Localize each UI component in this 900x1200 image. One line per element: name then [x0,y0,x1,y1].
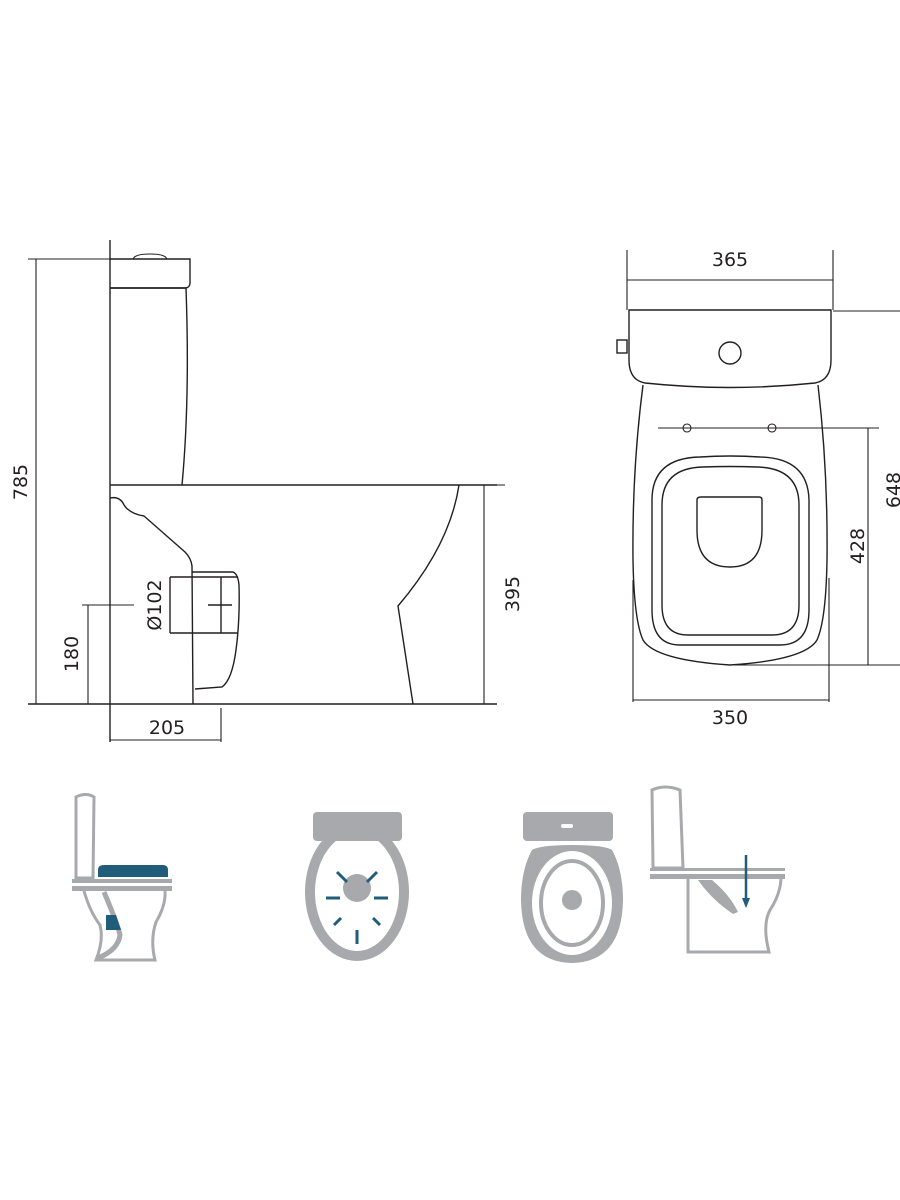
top-view: 365 428 648 350 [616,249,900,729]
bowl-top-view-icon [521,812,623,963]
outlet-distance-label: 205 [149,717,185,739]
tank-width-dimension-line [626,250,834,310]
outlet-distance-dimension-line [110,708,222,742]
flush-button [132,253,168,260]
hinge-hole-right [767,423,777,433]
tank-lid [110,258,191,289]
side-view: 785 395 180 Ø102 205 [10,240,524,742]
flush-button-icon [718,341,742,365]
tank-top [628,309,832,389]
outlet-height-dimension-line [82,604,134,704]
vertical-outlet-icon [650,785,785,954]
soft-close-seat-icon [72,793,172,962]
tank-width-label: 365 [712,249,748,271]
bowl-height-label: 395 [502,576,524,612]
bowl-width-label: 350 [712,707,748,729]
trapway-line [109,496,194,705]
bowl-width-dimension-line [632,578,830,702]
bowl-opening [696,496,763,568]
outlet-height-label: 180 [61,636,83,672]
tank-body [110,287,189,486]
total-height-label: 785 [10,464,32,500]
bowl-height-dimension-line [465,484,505,704]
hinge-hole-left [682,423,692,433]
seat-outer [651,455,810,646]
rimless-flush-icon [305,812,409,961]
side-lever [616,339,628,354]
outlet-pipe [169,576,238,634]
bowl-front-curve [397,484,460,705]
outlet-diameter-label: Ø102 [144,579,166,630]
outlet-cap [192,571,240,690]
seat-inner [661,465,800,636]
total-depth-label: 648 [883,472,900,508]
hinge-depth-dimension-line [730,428,900,666]
hinge-depth-label: 428 [847,528,869,564]
